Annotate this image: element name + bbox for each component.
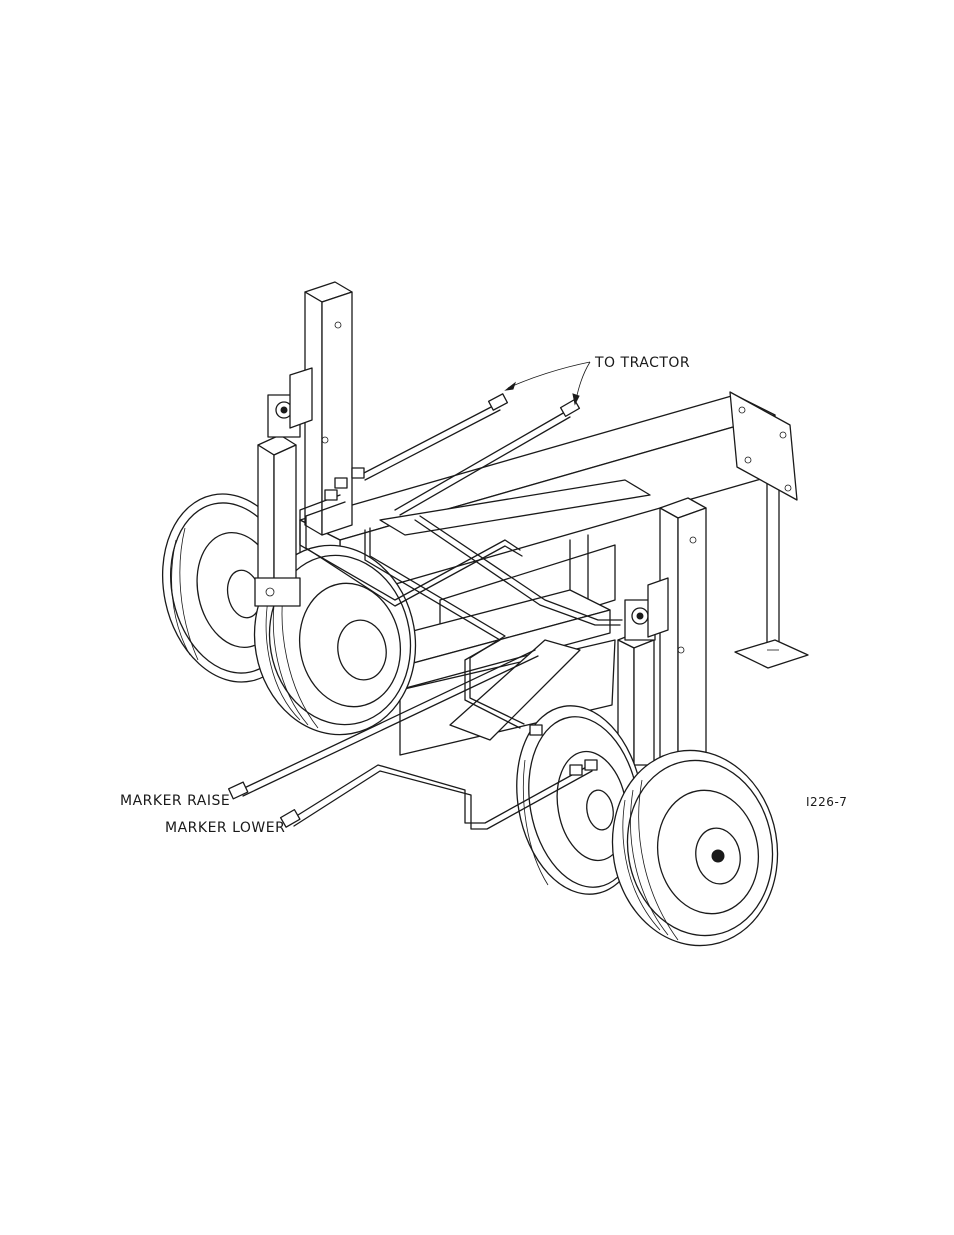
- to-tractor-label: TO TRACTOR: [594, 355, 690, 371]
- figure-id-label: I226-7: [806, 795, 847, 809]
- right-mast: [660, 498, 706, 778]
- leader-lines: [506, 362, 590, 404]
- marker-lower-label: MARKER LOWER: [165, 820, 285, 836]
- marker-raise-label: MARKER RAISE: [120, 793, 230, 809]
